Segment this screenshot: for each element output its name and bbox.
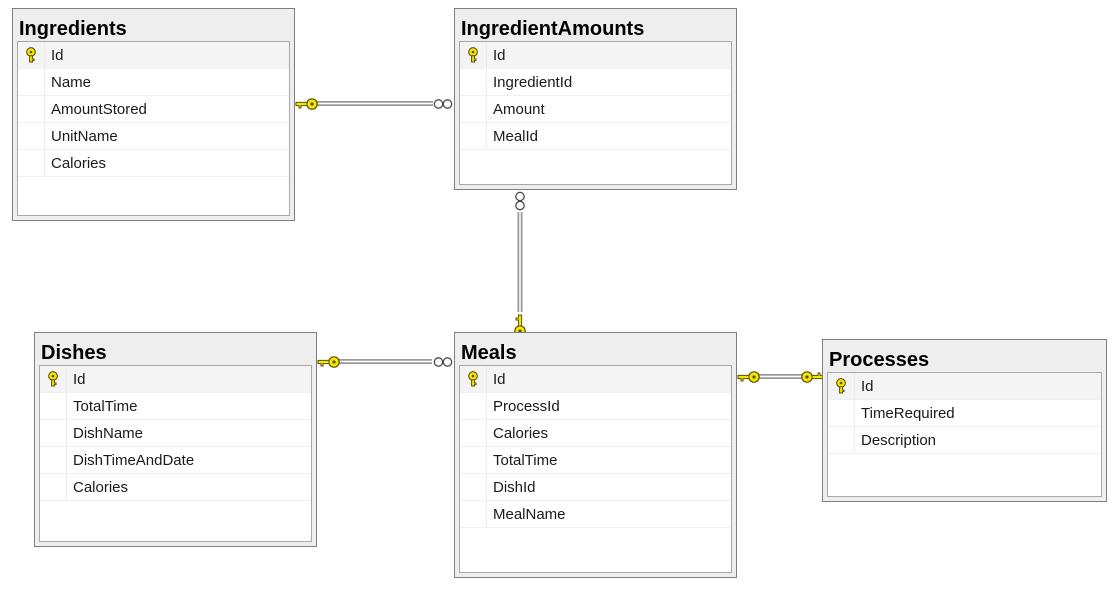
primary-key-icon <box>828 373 855 399</box>
column-name: TimeRequired <box>861 405 955 422</box>
table-title: Processes <box>829 349 930 371</box>
column-row[interactable]: Id <box>460 366 731 393</box>
row-selector <box>828 400 855 426</box>
column-name: Id <box>493 371 506 388</box>
row-selector <box>460 123 487 149</box>
column-row[interactable]: Id <box>460 42 731 69</box>
relationship-ingredients-ingredientamounts <box>295 98 453 110</box>
column-row[interactable]: Calories <box>460 420 731 447</box>
column-name: DishTimeAndDate <box>73 452 195 469</box>
column-row[interactable]: MealName <box>460 501 731 528</box>
column-row[interactable]: AmountStored <box>18 96 289 123</box>
column-row[interactable]: MealId <box>460 123 731 150</box>
row-selector <box>18 150 45 176</box>
column-row[interactable]: Id <box>18 42 289 69</box>
primary-key-icon <box>18 42 45 68</box>
column-name: AmountStored <box>51 101 147 118</box>
table-title: Ingredients <box>19 18 127 40</box>
column-name: Id <box>861 378 874 395</box>
column-row[interactable]: IngredientId <box>460 69 731 96</box>
row-selector <box>40 447 67 473</box>
column-name: Calories <box>73 479 129 496</box>
column-name: MealName <box>493 506 566 523</box>
relationship-processes-meals <box>737 371 824 383</box>
column-row[interactable]: Calories <box>40 474 311 501</box>
relationship-meals-ingredientamounts <box>514 191 526 337</box>
table-title: IngredientAmounts <box>461 18 645 40</box>
column-name: Name <box>51 74 92 91</box>
table-title: Meals <box>461 342 517 364</box>
column-row[interactable]: ProcessId <box>460 393 731 420</box>
column-row[interactable]: DishName <box>40 420 311 447</box>
column-name: Description <box>861 432 937 449</box>
column-name: TotalTime <box>73 398 138 415</box>
column-name: Id <box>493 47 506 64</box>
column-name: Id <box>73 371 86 388</box>
column-row[interactable]: TotalTime <box>460 447 731 474</box>
row-selector <box>460 447 487 473</box>
primary-key-icon <box>40 366 67 392</box>
column-name: DishId <box>493 479 536 496</box>
column-row[interactable]: UnitName <box>18 123 289 150</box>
column-row[interactable]: Description <box>828 427 1101 454</box>
table-title: Dishes <box>41 342 107 364</box>
column-name: Calories <box>493 425 549 442</box>
row-selector <box>40 474 67 500</box>
primary-key-icon <box>460 42 487 68</box>
row-selector <box>18 123 45 149</box>
row-selector <box>460 420 487 446</box>
column-row[interactable]: DishTimeAndDate <box>40 447 311 474</box>
column-name: UnitName <box>51 128 118 145</box>
row-selector <box>460 96 487 122</box>
column-row[interactable]: DishId <box>460 474 731 501</box>
row-selector <box>18 69 45 95</box>
row-selector <box>460 474 487 500</box>
row-selector <box>828 427 855 453</box>
relationship-dishes-meals <box>317 356 453 368</box>
row-selector <box>460 69 487 95</box>
column-name: ProcessId <box>493 398 560 415</box>
column-row[interactable]: Amount <box>460 96 731 123</box>
column-name: Id <box>51 47 64 64</box>
column-row[interactable]: TotalTime <box>40 393 311 420</box>
column-row[interactable]: Id <box>40 366 311 393</box>
row-selector <box>40 420 67 446</box>
column-name: IngredientId <box>493 74 573 91</box>
column-row[interactable]: Id <box>828 373 1101 400</box>
row-selector <box>40 393 67 419</box>
column-name: Calories <box>51 155 107 172</box>
column-name: MealId <box>493 128 539 145</box>
column-name: DishName <box>73 425 144 442</box>
row-selector <box>460 393 487 419</box>
column-row[interactable]: Name <box>18 69 289 96</box>
row-selector <box>460 501 487 527</box>
column-name: TotalTime <box>493 452 558 469</box>
column-row[interactable]: TimeRequired <box>828 400 1101 427</box>
column-row[interactable]: Calories <box>18 150 289 177</box>
row-selector <box>18 96 45 122</box>
primary-key-icon <box>460 366 487 392</box>
column-name: Amount <box>493 101 545 118</box>
